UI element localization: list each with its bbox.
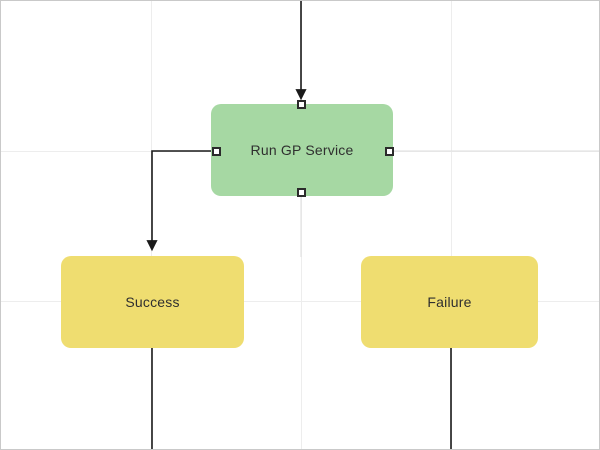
node-label: Failure	[427, 294, 472, 310]
node-label: Run GP Service	[250, 142, 354, 158]
port-handle-right[interactable]	[384, 146, 394, 156]
node-run-gp-service[interactable]: Run GP Service	[211, 104, 393, 196]
node-success[interactable]: Success	[61, 256, 244, 348]
port-handle-bottom[interactable]	[296, 187, 306, 197]
node-label: Success	[125, 294, 180, 310]
edge-service-to-success[interactable]	[146, 150, 212, 252]
port-handle-top[interactable]	[296, 99, 306, 109]
node-failure[interactable]: Failure	[361, 256, 538, 348]
port-handle-left[interactable]	[211, 146, 221, 156]
